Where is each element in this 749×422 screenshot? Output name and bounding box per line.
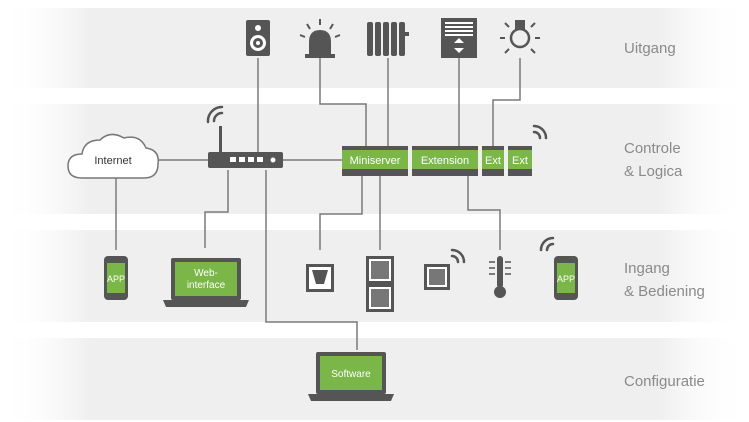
internet-label: Internet <box>94 155 131 167</box>
switch-icon <box>366 256 394 312</box>
smartphone-icon: APP <box>104 256 128 300</box>
internet-cloud: Internet <box>67 133 159 179</box>
wifi-icon <box>206 105 224 124</box>
miniserver-label: Miniserver <box>350 155 401 167</box>
ext-label-2: Ext <box>512 155 528 167</box>
wifi-icon <box>539 236 555 252</box>
band-label-config: Configuratie <box>624 373 705 390</box>
miniserver-module: Miniserver <box>342 146 408 176</box>
band-label-control-2: & Logica <box>624 163 683 180</box>
band-label-control-1: Controle <box>624 140 681 157</box>
laptop-icon: Software <box>308 352 394 401</box>
router-icon <box>208 126 283 168</box>
software-label: Software <box>331 369 371 380</box>
light-bulb-icon <box>500 20 540 54</box>
ext-label-1: Ext <box>485 155 501 167</box>
app-label-right: APP <box>557 274 575 284</box>
motion-sensor-icon <box>306 264 334 292</box>
band-output <box>0 8 749 88</box>
extension-module: Extension <box>412 146 478 176</box>
band-label-input-1: Ingang <box>624 260 670 277</box>
extension-label: Extension <box>421 155 469 167</box>
thermometer-icon <box>489 256 511 298</box>
ext-module-1: Ext <box>482 146 504 176</box>
connection-lines <box>115 58 521 350</box>
band-label-input-2: & Bediening <box>624 283 705 300</box>
web-interface-label-2: interface <box>187 280 226 291</box>
speaker-icon <box>246 20 270 56</box>
switch-icon <box>424 264 450 290</box>
web-interface-label-1: Web- <box>194 268 218 279</box>
ext-module-2: Ext <box>508 146 532 176</box>
band-label-output: Uitgang <box>624 40 676 57</box>
smartphone-icon: APP <box>554 256 578 300</box>
wifi-icon <box>532 124 548 140</box>
radiator-icon <box>367 22 409 56</box>
cloud-icon <box>67 133 159 179</box>
app-label-left: APP <box>107 274 125 284</box>
wifi-icon <box>450 248 466 264</box>
laptop-icon: Web- interface <box>163 258 249 307</box>
alarm-light-icon <box>299 19 341 58</box>
blinds-icon <box>441 18 477 58</box>
